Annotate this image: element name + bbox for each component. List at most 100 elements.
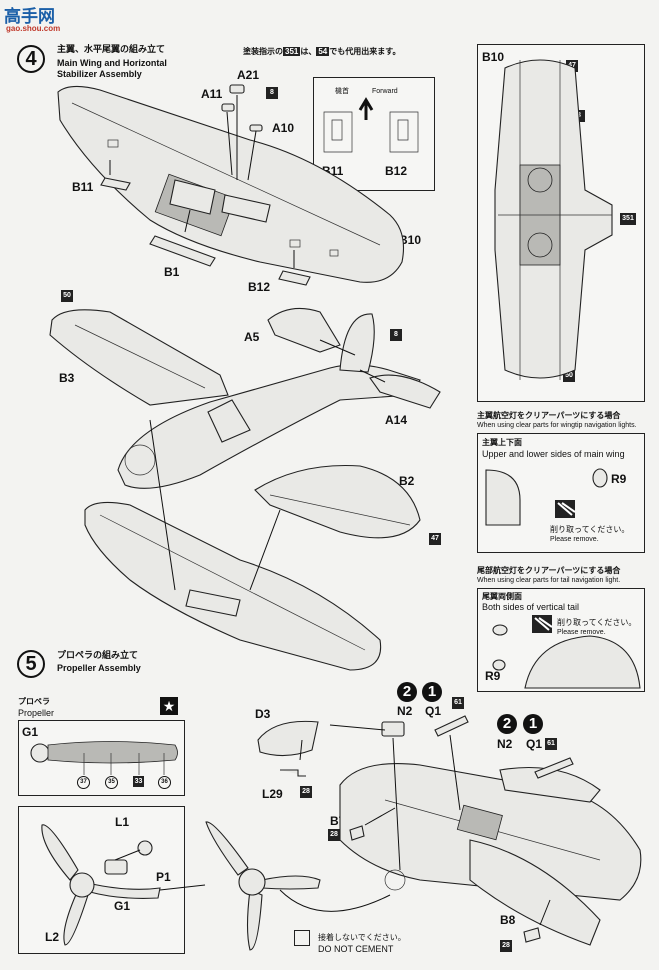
notice-code-2: 54 xyxy=(316,47,330,56)
wingtip-note-en: When using clear parts for wingtip navig… xyxy=(477,422,637,429)
step-4-title-en-line2: Stabilizer Assembly xyxy=(57,69,142,79)
label-a21: A21 xyxy=(237,68,260,82)
watermark-url: gao.shou.com xyxy=(6,24,61,33)
notice-code-1: 351 xyxy=(283,47,301,56)
tail-r9-shape xyxy=(492,624,508,636)
wingtip-r9-label: R9 xyxy=(611,472,627,486)
label-b2: B2 xyxy=(399,474,415,488)
color-28-b: 28 xyxy=(328,829,340,841)
part-q1-right-shape xyxy=(534,757,574,779)
color-47-a: 47 xyxy=(429,533,441,545)
label-g1: G1 xyxy=(114,899,131,913)
color-50-a: 50 xyxy=(61,290,73,302)
part-b7-shape xyxy=(349,825,365,841)
label-p1: P1 xyxy=(156,870,171,884)
forward-en: Forward xyxy=(372,88,398,95)
propeller-box-g1-label: G1 xyxy=(22,725,39,739)
propeller-en: Propeller xyxy=(18,708,55,718)
wingtip-cut-jp: 削り取ってください。 xyxy=(550,525,630,534)
forward-orientation-box xyxy=(313,77,435,191)
label-b8: B8 xyxy=(500,913,516,927)
step-4-title-jp: 主翼、水平尾翼の組み立て xyxy=(57,44,166,54)
wingtip-sub-jp: 主翼上下面 xyxy=(482,438,522,447)
propeller-jp: プロペラ xyxy=(18,697,50,706)
color-351-b: 351 xyxy=(620,213,636,225)
propeller-paint-drawing xyxy=(30,741,178,775)
label-b1: B1 xyxy=(164,265,180,279)
part-d3-shape xyxy=(257,720,319,757)
tail-note-en: When using clear parts for tail navigati… xyxy=(477,577,621,584)
tail-sub-en: Both sides of vertical tail xyxy=(482,602,580,612)
count-1-right: 1 xyxy=(523,714,543,734)
label-q1-right: Q1 xyxy=(526,737,543,751)
color-28-c: 28 xyxy=(500,940,512,952)
label-l2: L2 xyxy=(45,930,60,944)
propeller-assembly-drawing xyxy=(41,824,161,946)
propeller-complete-drawing xyxy=(205,821,321,951)
label-l29: L29 xyxy=(262,787,283,801)
label-b3: B3 xyxy=(59,371,75,385)
tail-note-jp: 尾部航空灯をクリアーパーツにする場合 xyxy=(477,566,621,575)
count-2-top: 2 xyxy=(397,682,417,702)
no-cement-icon xyxy=(294,930,310,946)
color-8-a: 8 xyxy=(266,87,278,99)
notice-post: でも代用出来ます。 xyxy=(329,47,401,56)
notice-mid: は、 xyxy=(300,47,317,56)
cement-jp: 接着しないでください。 xyxy=(318,933,406,942)
label-l1: L1 xyxy=(115,815,130,829)
b10-top-view-drawing xyxy=(494,59,613,380)
label-b10: B10 xyxy=(399,233,422,247)
part-l29-shape xyxy=(280,769,306,777)
fuselage-wing-drawing xyxy=(49,307,441,489)
color-8-b: 8 xyxy=(390,329,402,341)
aircraft-step5-drawing xyxy=(339,763,642,946)
main-wing-lower-drawing xyxy=(84,501,382,671)
tail-sketch xyxy=(524,635,641,689)
label-b12: B12 xyxy=(248,280,271,294)
color-28-a: 28 xyxy=(300,786,312,798)
forward-jp: 機首 xyxy=(335,88,349,95)
watermark-text: 高手网 xyxy=(4,7,55,26)
part-b11-shape xyxy=(100,177,131,191)
tail-cut-jp: 削り取ってください。 xyxy=(557,618,637,627)
step-4-title-en-line1: Main Wing and Horizontal xyxy=(57,58,167,68)
main-wing-upper-drawing xyxy=(57,85,405,283)
label-a11: A11 xyxy=(201,87,223,101)
part-q1-top-shape xyxy=(434,715,469,737)
label-n2-right: N2 xyxy=(497,737,513,751)
label-q1-top: Q1 xyxy=(425,704,442,718)
label-n2-top: N2 xyxy=(397,704,413,718)
tail-sub-jp: 尾翼両側面 xyxy=(482,592,522,601)
tail-r9-label: R9 xyxy=(485,669,501,683)
label-a10: A10 xyxy=(272,121,295,135)
label-b11: B11 xyxy=(72,180,94,194)
tail-cut-en: Please remove. xyxy=(557,629,606,636)
wingtip-sub-en: Upper and lower sides of main wing xyxy=(482,449,625,459)
count-2-right: 2 xyxy=(497,714,517,734)
count-1-top: 1 xyxy=(422,682,442,702)
step-5-title-jp: プロペラの組み立て xyxy=(57,650,139,660)
notice-pre: 塗装指示の xyxy=(243,47,283,56)
part-a11-shape xyxy=(221,103,235,112)
part-b8-shape xyxy=(523,927,541,943)
r9-part-shape xyxy=(592,468,608,488)
label-a5: A5 xyxy=(244,330,260,344)
part-n2-shape xyxy=(381,721,405,737)
step-5-title-en: Propeller Assembly xyxy=(57,663,141,673)
color-61-a: 61 xyxy=(452,697,464,709)
part-b12-shape xyxy=(278,270,311,286)
label-a14: A14 xyxy=(385,413,408,427)
color-35: 35 xyxy=(105,776,118,789)
star-icon: ★ xyxy=(160,697,178,715)
part-a21-shape xyxy=(229,84,245,94)
color-36: 36 xyxy=(158,776,171,789)
part-a10-shape xyxy=(249,124,263,132)
part-b1-shape xyxy=(149,235,216,267)
color-37: 37 xyxy=(77,776,90,789)
color-33: 33 xyxy=(133,776,144,787)
color-61-b: 61 xyxy=(545,738,557,750)
wingtip-sketch xyxy=(485,469,521,526)
label-d3: D3 xyxy=(255,707,271,721)
